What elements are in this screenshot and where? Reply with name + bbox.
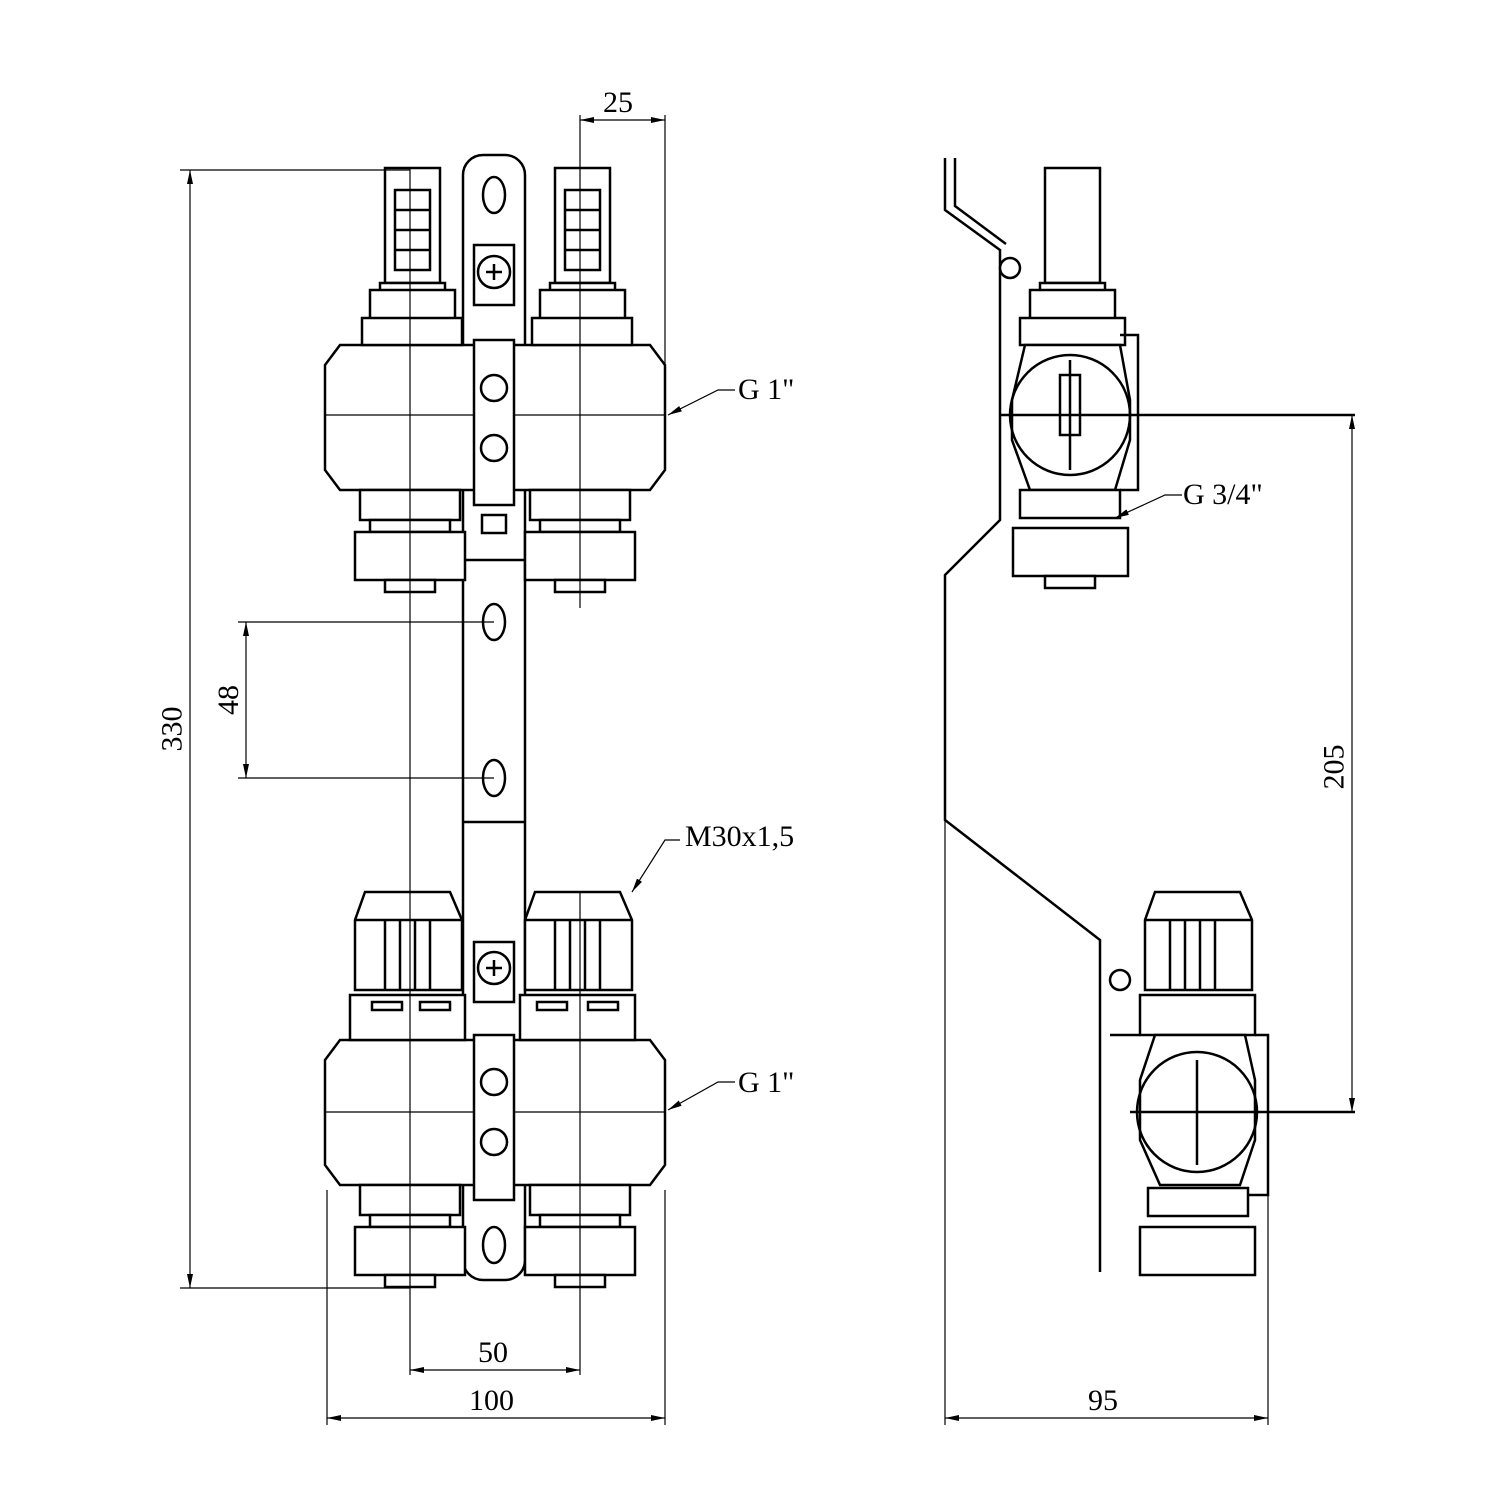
- screw-icon: [476, 254, 512, 290]
- dimension-lines: [180, 115, 1355, 1425]
- bracket-profile: [943, 158, 1102, 1272]
- side-lower: [1110, 890, 1355, 1277]
- callout-valve-thread: M30x1,5: [685, 820, 795, 853]
- valve-cap-left: [348, 890, 467, 1042]
- callout-outlet-thread: G 3/4": [1183, 478, 1263, 511]
- callout-bottom-thread: G 1": [738, 1066, 795, 1099]
- front-view: [323, 115, 667, 1375]
- dim-depth: 95: [1088, 1384, 1118, 1417]
- callout-top-thread: G 1": [738, 373, 795, 406]
- dim-hole-spacing: 48: [212, 685, 245, 715]
- flowmeter-left: [360, 166, 464, 347]
- screw-icon: [476, 950, 512, 986]
- side-upper: [1000, 166, 1355, 590]
- flowmeter-right: [530, 166, 634, 347]
- valve-cap-right: [518, 890, 637, 1042]
- dim-total-height: 330: [155, 706, 189, 752]
- side-view: [943, 158, 1355, 1277]
- dim-outlet-spacing-top: 25: [603, 86, 633, 119]
- dim-axis-distance: 205: [1317, 744, 1351, 790]
- dim-outlet-spacing-bottom: 50: [478, 1336, 508, 1369]
- dim-total-width: 100: [469, 1384, 514, 1417]
